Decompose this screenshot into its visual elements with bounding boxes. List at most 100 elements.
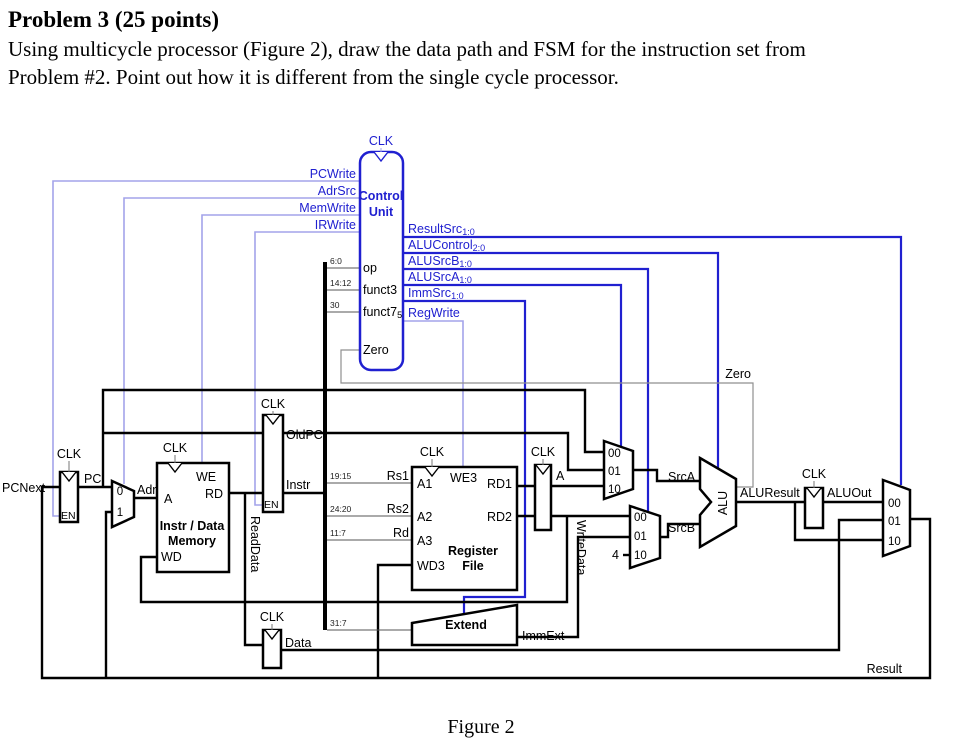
clk-notch-regfile bbox=[424, 466, 440, 478]
clk-notch-ir bbox=[265, 414, 281, 426]
wire-pcwrite bbox=[52, 180, 360, 517]
rf-rd2-pin: RD2 bbox=[487, 510, 512, 524]
problem-title: Problem 3 (25 points) bbox=[8, 7, 219, 32]
wire-result-to-wd3 bbox=[376, 563, 412, 678]
clk-label: CLK bbox=[369, 134, 394, 148]
srcb-mux-00: 00 bbox=[634, 512, 647, 524]
wire-resultsrc bbox=[403, 235, 903, 485]
rf-rd1-pin: RD1 bbox=[487, 477, 512, 491]
wire-adrsrc bbox=[123, 197, 360, 484]
wire-immext-to-srcb01 bbox=[517, 535, 630, 639]
memory-we-pin: WE bbox=[196, 470, 216, 484]
pcnext-label: PCNext bbox=[2, 481, 46, 495]
pc-en-label: EN bbox=[61, 510, 76, 522]
a-reg-out-label: A bbox=[556, 469, 565, 483]
rf-name: Register bbox=[448, 544, 498, 558]
alucontrol-label: ALUControl2:0 bbox=[408, 238, 485, 253]
srca-mux-10: 10 bbox=[608, 484, 621, 496]
alusrcb-label: ALUSrcB1:0 bbox=[408, 254, 472, 269]
wire-result-loop bbox=[40, 485, 932, 680]
clk-label: CLK bbox=[260, 610, 285, 624]
funct7-pin-label: funct75 bbox=[363, 305, 402, 320]
rs1-label: Rs1 bbox=[387, 469, 409, 483]
rf-name2: File bbox=[462, 559, 484, 573]
alu bbox=[698, 455, 738, 550]
rs2-label: Rs2 bbox=[387, 502, 409, 516]
aluresult-label: ALUResult bbox=[740, 486, 800, 500]
adr-label: Adr bbox=[137, 483, 156, 497]
writedata-label: WriteData bbox=[574, 520, 588, 575]
clock-notches bbox=[61, 148, 822, 641]
rd-bits-label: 11:7 bbox=[330, 528, 346, 538]
srca-mux bbox=[602, 439, 635, 501]
rf-a2-pin: A2 bbox=[417, 510, 432, 524]
clk-label: CLK bbox=[57, 447, 82, 461]
memwrite-label: MemWrite bbox=[299, 201, 356, 215]
alusrca-label: ALUSrcA1:0 bbox=[408, 270, 472, 285]
zero-label: Zero bbox=[725, 367, 751, 381]
result-mux-01: 01 bbox=[888, 516, 901, 528]
ir-oldpc-register bbox=[261, 413, 285, 514]
srca-label: SrcA bbox=[668, 470, 696, 484]
adr-mux bbox=[110, 479, 136, 529]
memory-name2: Memory bbox=[168, 534, 216, 548]
wire-srca-to-alu bbox=[633, 468, 700, 483]
slice-wires bbox=[327, 267, 412, 631]
srcb-mux bbox=[628, 504, 662, 570]
wire-result-to-adrmux bbox=[104, 510, 112, 678]
rf-wd3-pin: WD3 bbox=[417, 559, 445, 573]
srcb-label: SrcB bbox=[668, 521, 695, 535]
memory-wd-pin: WD bbox=[161, 550, 182, 564]
wire-alucontrol bbox=[403, 251, 720, 469]
resultsrc-label: ResultSrc1:0 bbox=[408, 222, 475, 237]
clk-label: CLK bbox=[163, 441, 188, 455]
wire-alusrca bbox=[403, 283, 623, 447]
srca-mux-01: 01 bbox=[608, 466, 621, 478]
op-pin-label: op bbox=[363, 261, 377, 275]
wire-writedata-to-memwd bbox=[139, 516, 569, 604]
result-mux bbox=[881, 478, 912, 558]
clk-notch-control bbox=[373, 151, 389, 163]
clk-notch-data bbox=[264, 629, 280, 641]
zero-pin-label: Zero bbox=[363, 343, 389, 357]
bit-slice-labels: 6:0 14:12 30 19:15 24:20 11:7 31:7 bbox=[330, 256, 352, 628]
result-mux-00: 00 bbox=[888, 498, 901, 510]
result-label: Result bbox=[867, 662, 903, 676]
wire-oldpc-to-srca01 bbox=[283, 431, 604, 472]
clk-label: CLK bbox=[531, 445, 556, 459]
funct7-bits-label: 30 bbox=[330, 300, 340, 310]
clk-notch-a-register bbox=[535, 464, 551, 476]
extend-label: Extend bbox=[445, 618, 487, 632]
data-label: Data bbox=[285, 636, 311, 650]
wire-readdata-to-datareg bbox=[243, 493, 263, 647]
aluout-label: ALUOut bbox=[827, 486, 872, 500]
memory-rd-pin: RD bbox=[205, 487, 223, 501]
imm-bits-label: 31:7 bbox=[330, 618, 347, 628]
adr-mux-1: 1 bbox=[117, 507, 123, 519]
problem-body-line1: Using multicycle processor (Figure 2), d… bbox=[8, 37, 806, 61]
adrsrc-label: AdrSrc bbox=[318, 184, 356, 198]
immext-label: ImmExt bbox=[522, 629, 565, 643]
instr-data-memory bbox=[155, 461, 231, 574]
rf-a3-pin: A3 bbox=[417, 534, 432, 548]
wire-zero-feedback bbox=[340, 349, 754, 488]
rf-a1-pin: A1 bbox=[417, 477, 432, 491]
srca-mux-00: 00 bbox=[608, 448, 621, 460]
readdata-label: ReadData bbox=[248, 516, 262, 572]
rd-label: Rd bbox=[393, 526, 409, 540]
clk-label: CLK bbox=[261, 397, 286, 411]
control-unit-title: Control bbox=[359, 189, 403, 203]
memory-name: Instr / Data bbox=[160, 519, 226, 533]
oldpc-label: OldPC bbox=[286, 428, 323, 442]
rf-we3-pin: WE3 bbox=[450, 471, 477, 485]
const-4-label: 4 bbox=[612, 548, 619, 562]
wire-srcb-to-alu bbox=[660, 522, 700, 539]
result-mux-10: 10 bbox=[888, 536, 901, 548]
clk-notch-aluout bbox=[806, 487, 822, 499]
instr-label: Instr bbox=[286, 478, 310, 492]
figure-caption: Figure 2 bbox=[447, 716, 514, 738]
memory-a-pin: A bbox=[164, 492, 173, 506]
adr-mux-0: 0 bbox=[117, 486, 123, 498]
